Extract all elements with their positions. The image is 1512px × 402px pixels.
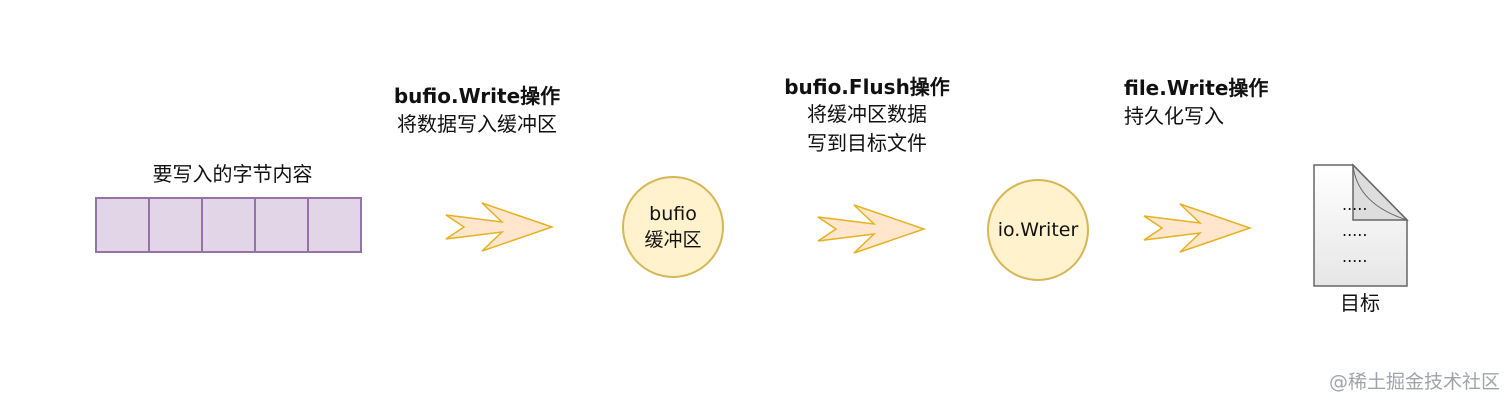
file-line: ..... [1342,195,1368,214]
byte-array [95,197,362,253]
byte-cell [254,197,309,253]
file-icon [1313,163,1409,287]
step3-title: file.Write操作 [1124,76,1269,100]
target-label: 目标 [1340,291,1380,315]
buffer-label-line1: bufio [649,203,697,225]
byte-cell [95,197,150,253]
arrow-icon-1 [445,202,555,252]
byte-cell [201,197,256,253]
writer-node: io.Writer [987,179,1089,281]
buffer-node: bufio 缓冲区 [622,176,724,278]
file-content: ..... ..... ..... [1342,192,1367,270]
arrow-icon-2 [817,204,927,254]
file-line: ..... [1342,247,1368,266]
buffer-label-line2: 缓冲区 [644,229,702,251]
arrow-icon-3 [1143,203,1253,253]
step2-desc-line1: 将缓冲区数据 [807,102,927,126]
watermark: @稀土掘金技术社区 [1328,371,1500,393]
step1-desc: 将数据写入缓冲区 [397,112,557,136]
step3-desc: 持久化写入 [1124,104,1224,128]
writer-label: io.Writer [997,219,1079,241]
source-label: 要写入的字节内容 [152,162,313,186]
byte-cell [148,197,203,253]
file-line: ..... [1342,221,1368,240]
byte-cell [307,197,362,253]
step1-title: bufio.Write操作 [393,84,561,108]
step2-desc-line2: 写到目标文件 [807,131,927,155]
step2-title: bufio.Flush操作 [784,75,950,99]
